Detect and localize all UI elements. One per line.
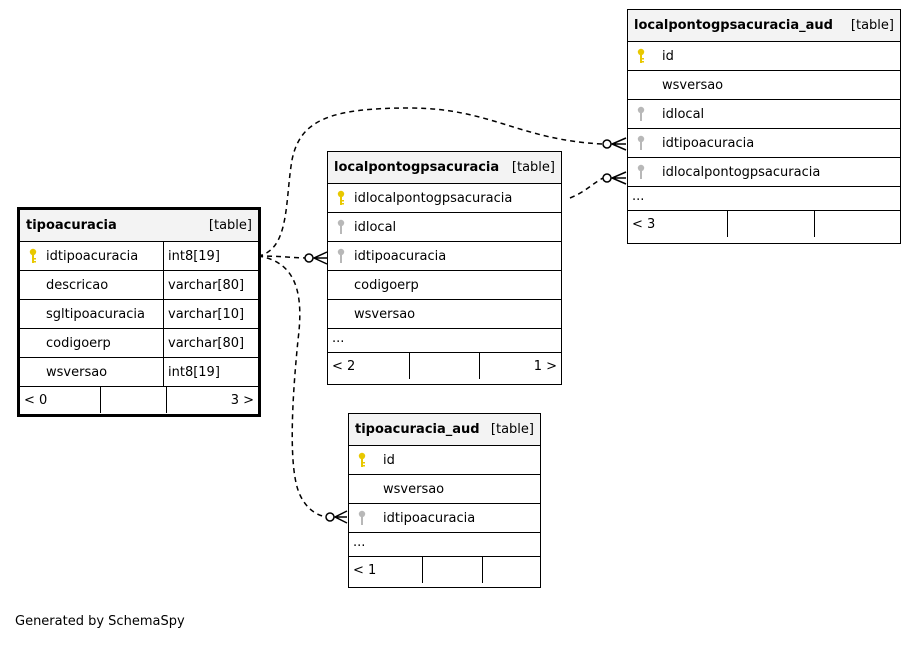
table-header: tipoacuracia_aud [table] xyxy=(349,414,540,446)
column-row[interactable]: sgltipoacuracia varchar[10] xyxy=(20,300,258,329)
table-footer: < 0 3 > xyxy=(20,387,258,413)
footer-middle xyxy=(728,211,815,237)
column-type: int8[19] xyxy=(163,242,258,270)
primary-key-icon xyxy=(349,452,375,468)
more-columns: ... xyxy=(328,329,561,353)
table-localpontogpsacuracia-aud[interactable]: localpontogpsacuracia_aud [table] id wsv… xyxy=(627,9,901,244)
footer-middle xyxy=(101,387,167,413)
children-count[interactable] xyxy=(483,557,540,583)
table-header: tipoacuracia [table] xyxy=(20,210,258,242)
table-name: localpontogpsacuracia xyxy=(334,160,500,175)
column-name: wsversao xyxy=(383,481,445,497)
column-name: wsversao xyxy=(354,306,416,322)
table-name: tipoacuracia_aud xyxy=(355,422,480,437)
parents-count[interactable]: < 1 xyxy=(349,557,423,583)
column-row[interactable]: idtipoacuracia xyxy=(328,242,561,271)
column-row[interactable]: wsversao xyxy=(328,300,561,329)
crows-foot-circle xyxy=(325,512,335,522)
column-name: idlocalpontogpsacuracia xyxy=(662,164,821,180)
column-name: descricao xyxy=(46,277,109,293)
crows-foot xyxy=(312,251,328,265)
crows-foot-circle xyxy=(602,139,612,149)
column-name: idlocalpontogpsacuracia xyxy=(354,190,513,206)
primary-key-icon xyxy=(628,48,654,64)
column-name: codigoerp xyxy=(354,277,419,293)
column-name: id xyxy=(662,48,674,64)
table-header: localpontogpsacuracia_aud [table] xyxy=(628,10,900,42)
table-footer: < 2 1 > xyxy=(328,353,561,379)
column-row[interactable]: idtipoacuracia xyxy=(628,129,900,158)
edge-tipoacuracia-to-localpontogpsacuracia xyxy=(257,255,309,259)
foreign-key-icon xyxy=(328,248,354,264)
table-kind: [table] xyxy=(208,218,252,233)
column-type: varchar[80] xyxy=(163,271,258,299)
foreign-key-icon xyxy=(628,135,654,151)
children-count[interactable] xyxy=(815,211,900,237)
more-columns: ... xyxy=(628,187,900,211)
table-name: localpontogpsacuracia_aud xyxy=(634,18,833,33)
column-name: idtipoacuracia xyxy=(662,135,755,151)
crows-foot-circle xyxy=(304,253,314,263)
table-kind: [table] xyxy=(490,422,534,437)
column-name: idtipoacuracia xyxy=(354,248,447,264)
generated-by-note: Generated by SchemaSpy xyxy=(15,614,185,629)
children-count[interactable]: 1 > xyxy=(533,358,557,374)
column-row[interactable]: idlocalpontogpsacuracia xyxy=(628,158,900,187)
column-name: wsversao xyxy=(46,364,108,380)
footer-middle xyxy=(410,353,480,379)
column-row[interactable]: idlocal xyxy=(628,100,900,129)
column-name: idtipoacuracia xyxy=(46,248,139,264)
parents-count[interactable]: < 2 xyxy=(328,353,410,379)
column-name: wsversao xyxy=(662,77,724,93)
column-type: int8[19] xyxy=(163,358,258,386)
primary-key-icon xyxy=(20,248,46,264)
foreign-key-icon xyxy=(628,106,654,122)
crows-foot xyxy=(610,137,627,151)
column-name: sgltipoacuracia xyxy=(46,306,145,322)
column-name: codigoerp xyxy=(46,335,111,351)
column-type: varchar[10] xyxy=(163,300,258,328)
column-row[interactable]: idlocal xyxy=(328,213,561,242)
table-kind: [table] xyxy=(850,18,894,33)
column-name: idlocal xyxy=(662,106,705,122)
crows-foot xyxy=(610,171,627,185)
table-footer: < 3 xyxy=(628,211,900,237)
column-name: id xyxy=(383,452,395,468)
table-localpontogpsacuracia[interactable]: localpontogpsacuracia [table] idlocalpon… xyxy=(327,151,562,385)
table-name: tipoacuracia xyxy=(26,218,117,233)
column-name: idlocal xyxy=(354,219,397,235)
foreign-key-icon xyxy=(628,164,654,180)
foreign-key-icon xyxy=(328,219,354,235)
column-row[interactable]: id xyxy=(628,42,900,71)
children-count[interactable]: 3 > xyxy=(230,392,254,408)
more-columns: ... xyxy=(349,533,540,557)
column-row[interactable]: idtipoacuracia int8[19] xyxy=(20,242,258,271)
edge-localpontogpsacuracia-to-aud xyxy=(569,177,604,199)
parents-count[interactable]: < 0 xyxy=(20,387,101,413)
table-tipoacuracia-aud[interactable]: tipoacuracia_aud [table] id wsversao idt… xyxy=(348,413,541,588)
parents-count[interactable]: < 3 xyxy=(628,211,728,237)
crows-foot xyxy=(333,510,348,524)
crows-foot-circle xyxy=(602,173,612,183)
column-row[interactable]: codigoerp xyxy=(328,271,561,300)
column-row[interactable]: descricao varchar[80] xyxy=(20,271,258,300)
primary-key-icon xyxy=(328,190,354,206)
foreign-key-icon xyxy=(349,510,375,526)
column-row[interactable]: wsversao xyxy=(628,71,900,100)
column-row[interactable]: wsversao xyxy=(349,475,540,504)
column-row[interactable]: idtipoacuracia xyxy=(349,504,540,533)
table-header: localpontogpsacuracia [table] xyxy=(328,152,561,184)
column-row[interactable]: idlocalpontogpsacuracia xyxy=(328,184,561,213)
column-row[interactable]: id xyxy=(349,446,540,475)
column-row[interactable]: codigoerp varchar[80] xyxy=(20,329,258,358)
column-name: idtipoacuracia xyxy=(383,510,476,526)
table-footer: < 1 xyxy=(349,557,540,583)
column-row[interactable]: wsversao int8[19] xyxy=(20,358,258,387)
footer-middle xyxy=(423,557,483,583)
table-kind: [table] xyxy=(511,160,555,175)
column-type: varchar[80] xyxy=(163,329,258,357)
edge-tipoacuracia-to-tipoacuracia-aud xyxy=(257,255,328,518)
table-tipoacuracia[interactable]: tipoacuracia [table] idtipoacuracia int8… xyxy=(17,207,261,417)
